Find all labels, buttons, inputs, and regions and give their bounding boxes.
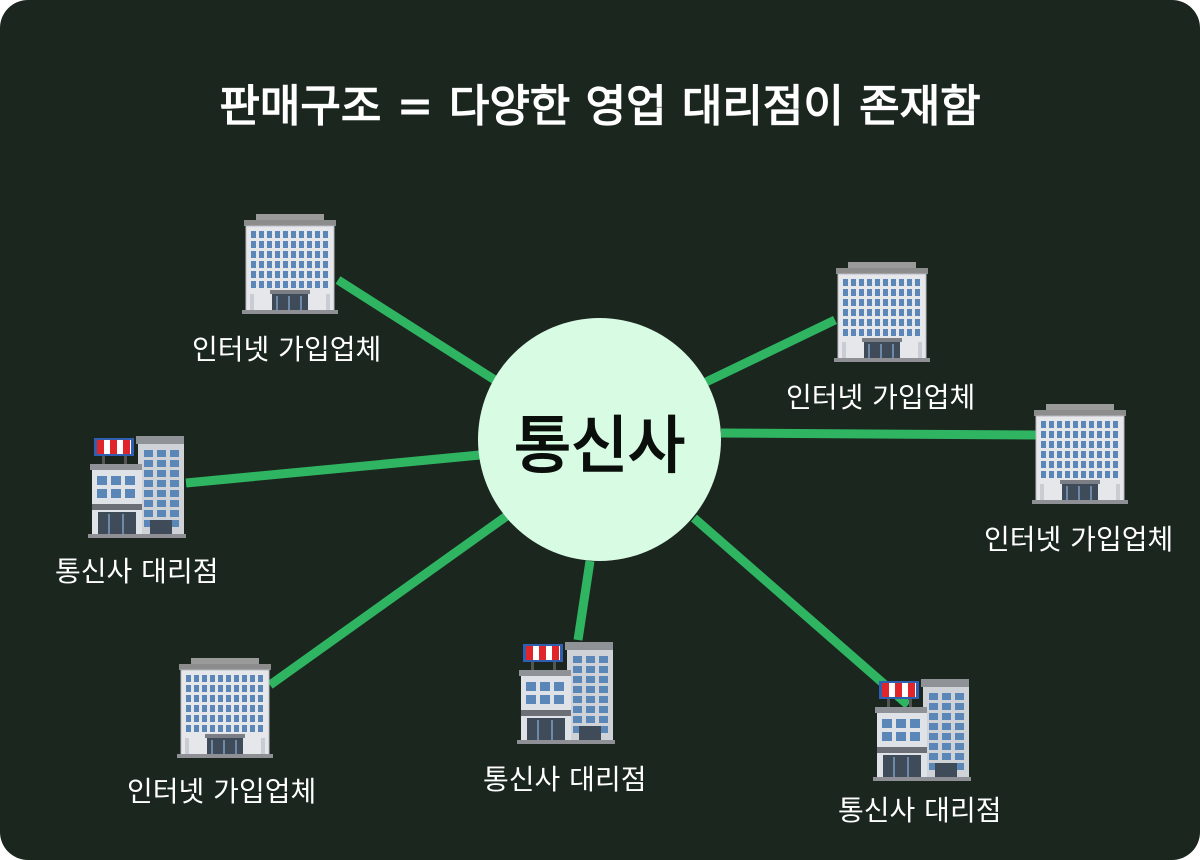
link-n5 — [267, 511, 511, 689]
node-office: 인터넷 가입업체 — [980, 402, 1190, 562]
link-n7 — [691, 514, 911, 709]
store-building-icon — [873, 679, 971, 781]
office-building-icon — [177, 658, 273, 758]
node-store: 통신사 대리점 — [55, 432, 255, 592]
node-label: 통신사 대리점 — [838, 794, 1002, 827]
node-label: 통신사 대리점 — [483, 763, 647, 796]
node-label: 인터넷 가입업체 — [192, 333, 382, 366]
store-building-icon — [88, 436, 186, 538]
link-n1 — [335, 276, 501, 386]
link-n3 — [720, 428, 1037, 440]
office-building-icon — [834, 262, 930, 362]
hub-label: 통신사 — [513, 408, 686, 482]
node-office: 인터넷 가입업체 — [125, 656, 335, 816]
node-label: 인터넷 가입업체 — [786, 381, 976, 414]
link-n4 — [185, 450, 481, 488]
link-n2 — [704, 315, 837, 387]
node-label: 통신사 대리점 — [55, 555, 219, 588]
link-n6 — [573, 560, 595, 641]
store-building-icon — [517, 642, 615, 744]
node-office: 인터넷 가입업체 — [190, 210, 400, 370]
node-store: 통신사 대리점 — [483, 638, 683, 798]
node-label: 인터넷 가입업체 — [984, 523, 1174, 556]
office-building-icon — [1032, 404, 1128, 504]
office-building-icon — [242, 214, 338, 314]
node-office: 인터넷 가입업체 — [782, 260, 992, 420]
hub-node: 통신사 — [478, 318, 721, 561]
node-label: 인터넷 가입업체 — [127, 775, 317, 808]
node-store: 통신사 대리점 — [838, 675, 1038, 835]
diagram-title: 판매구조 = 다양한 영업 대리점이 존재함 — [219, 81, 981, 132]
